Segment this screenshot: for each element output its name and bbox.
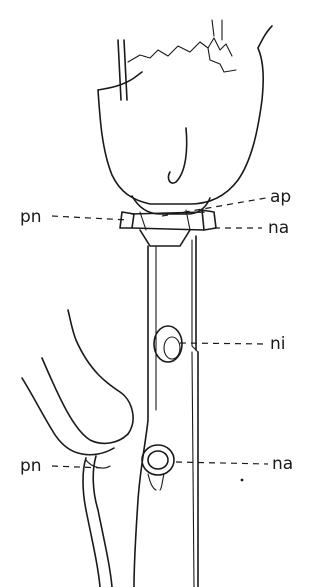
lower-cup-outline: [42, 310, 133, 443]
label-pn-upper: pn: [20, 207, 42, 227]
nematophore-na-lower-inner: [148, 451, 168, 469]
nematophore-na-lower: [142, 445, 174, 475]
speck-dot: [241, 479, 244, 482]
upper-cup-inner-wall: [212, 20, 222, 40]
upper-thin-stalk: [118, 40, 127, 100]
lower-pn-curve: [86, 460, 110, 468]
apophysis-right: [202, 210, 216, 230]
upper-cup-outline: [98, 48, 263, 204]
nematophore-stalk: [148, 474, 164, 490]
hook-structure: [168, 128, 186, 183]
label-na-lower: na: [272, 454, 293, 474]
lower-branch-wall-right: [93, 456, 112, 587]
main-stem-left-wall: [134, 246, 148, 587]
nematotheca-ni-inner: [164, 337, 180, 359]
upper-cup-right-wall: [258, 26, 272, 48]
label-pn-lower: pn: [20, 456, 42, 476]
leader-pn-upper: [52, 216, 128, 220]
lower-branch-wall-left: [83, 458, 100, 587]
label-na-upper: na: [268, 218, 289, 238]
upper-cup-base: [132, 196, 210, 214]
torn-top-edge: [128, 38, 236, 72]
lower-cup-base: [82, 448, 114, 455]
label-ni: ni: [270, 334, 286, 354]
nematotheca-ni: [154, 326, 182, 362]
stem-node-notch: [192, 346, 198, 352]
main-stem-inner-right: [192, 240, 194, 587]
label-ap: ap: [270, 187, 291, 207]
node-lower-block: [140, 230, 190, 246]
lower-cup-left-stroke: [22, 378, 82, 454]
leader-ni: [180, 343, 266, 344]
main-stem-right-wall: [196, 236, 198, 587]
leader-na-lower: [176, 462, 268, 464]
